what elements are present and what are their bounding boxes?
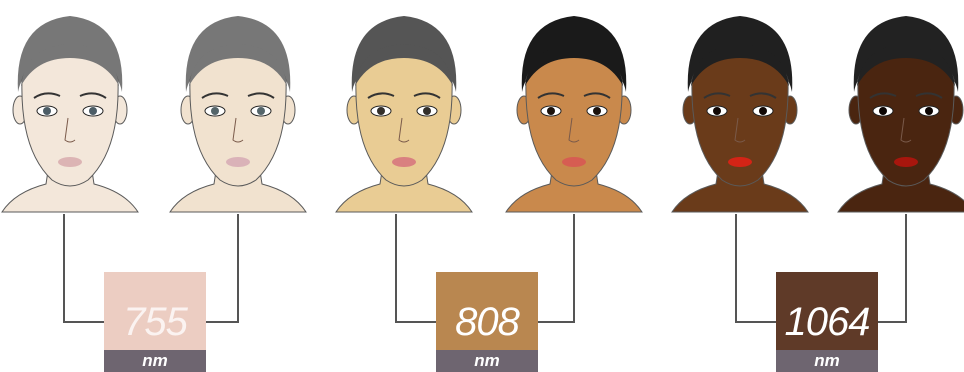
iris (547, 107, 555, 115)
wavelength-label-755: 755 nm (104, 272, 206, 372)
lips (58, 157, 82, 167)
face-3 (336, 16, 472, 212)
iris (43, 107, 51, 115)
wavelength-unit: nm (436, 352, 538, 370)
iris (377, 107, 385, 115)
face-6 (838, 16, 964, 212)
iris (257, 107, 265, 115)
iris (713, 107, 721, 115)
lips (728, 157, 752, 167)
connector-right-1 (206, 214, 238, 322)
lips (894, 157, 918, 167)
connector-right-3 (878, 214, 906, 322)
wavelength-label-808: 808 nm (436, 272, 538, 372)
wavelength-value: 755 (104, 300, 206, 344)
lips (226, 157, 250, 167)
iris (593, 107, 601, 115)
face-1 (2, 16, 138, 212)
face-5 (672, 16, 808, 212)
iris (211, 107, 219, 115)
wavelength-unit: nm (776, 352, 878, 370)
faces-row (2, 16, 964, 212)
iris (423, 107, 431, 115)
wavelength-label-1064: 1064 nm (776, 272, 878, 372)
wavelength-value: 1064 (776, 300, 878, 344)
iris (925, 107, 933, 115)
iris (879, 107, 887, 115)
iris (89, 107, 97, 115)
connector-left-1 (64, 214, 104, 322)
wavelength-unit: nm (104, 352, 206, 370)
lips (562, 157, 586, 167)
wavelength-value: 808 (436, 300, 538, 344)
face-2 (170, 16, 306, 212)
face-4 (506, 16, 642, 212)
connector-left-3 (736, 214, 776, 322)
iris (759, 107, 767, 115)
lips (392, 157, 416, 167)
connector-right-2 (538, 214, 574, 322)
connector-left-2 (396, 214, 436, 322)
